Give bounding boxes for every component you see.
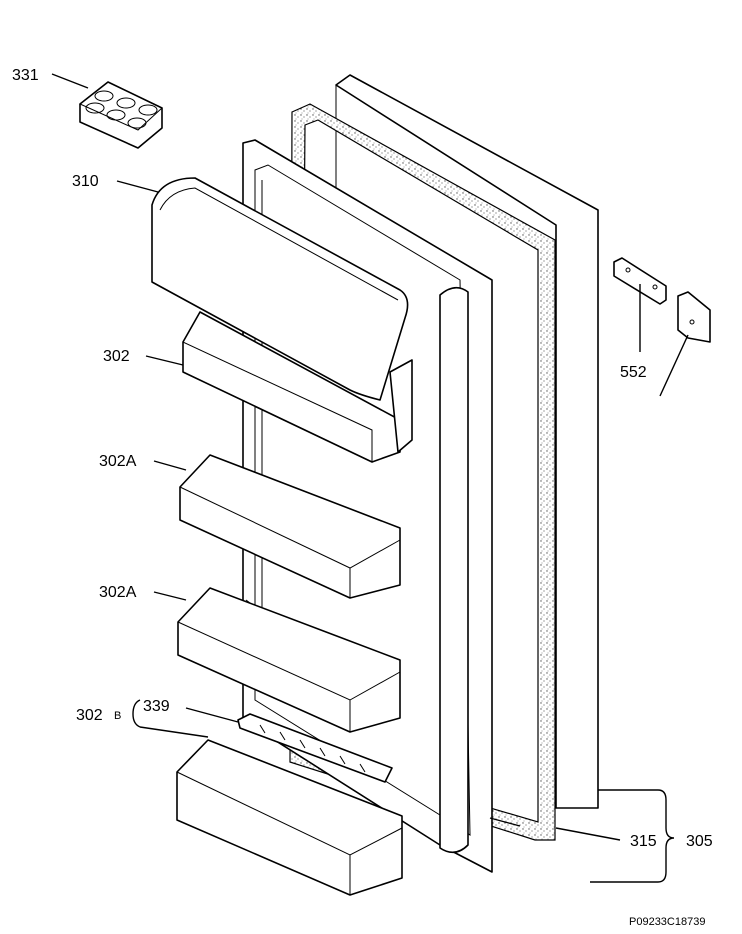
- leader-lines: [51, 73, 689, 883]
- label-door-shelf-upper: 302A: [99, 453, 137, 470]
- drawing-code: P09233C18739: [629, 916, 705, 928]
- label-bottle-retainer: 339: [143, 698, 170, 715]
- label-hinge-parts: 552: [620, 364, 647, 381]
- label-bottle-shelf-number: 302: [76, 707, 103, 724]
- label-bottle-shelf-suffix: B: [114, 710, 121, 722]
- bottle-shelf: [176, 739, 403, 896]
- label-dairy-lid: 310: [72, 173, 99, 190]
- outer-door-panel: [335, 74, 599, 809]
- label-gasket: 315: [630, 833, 657, 850]
- dairy-shelf: [182, 311, 413, 463]
- hinge-parts: [613, 257, 711, 343]
- label-door-assembly: 305: [686, 833, 713, 850]
- bottle-retainer: [237, 713, 393, 783]
- door-shelf-lower: [177, 587, 401, 733]
- egg-tray: [79, 81, 163, 149]
- label-egg-tray: 331: [12, 67, 39, 84]
- dairy-compartment-lid: [151, 177, 409, 401]
- door-shelf-upper: [179, 454, 401, 599]
- label-dairy-shelf: 302: [103, 348, 130, 365]
- label-door-shelf-lower: 302A: [99, 584, 137, 601]
